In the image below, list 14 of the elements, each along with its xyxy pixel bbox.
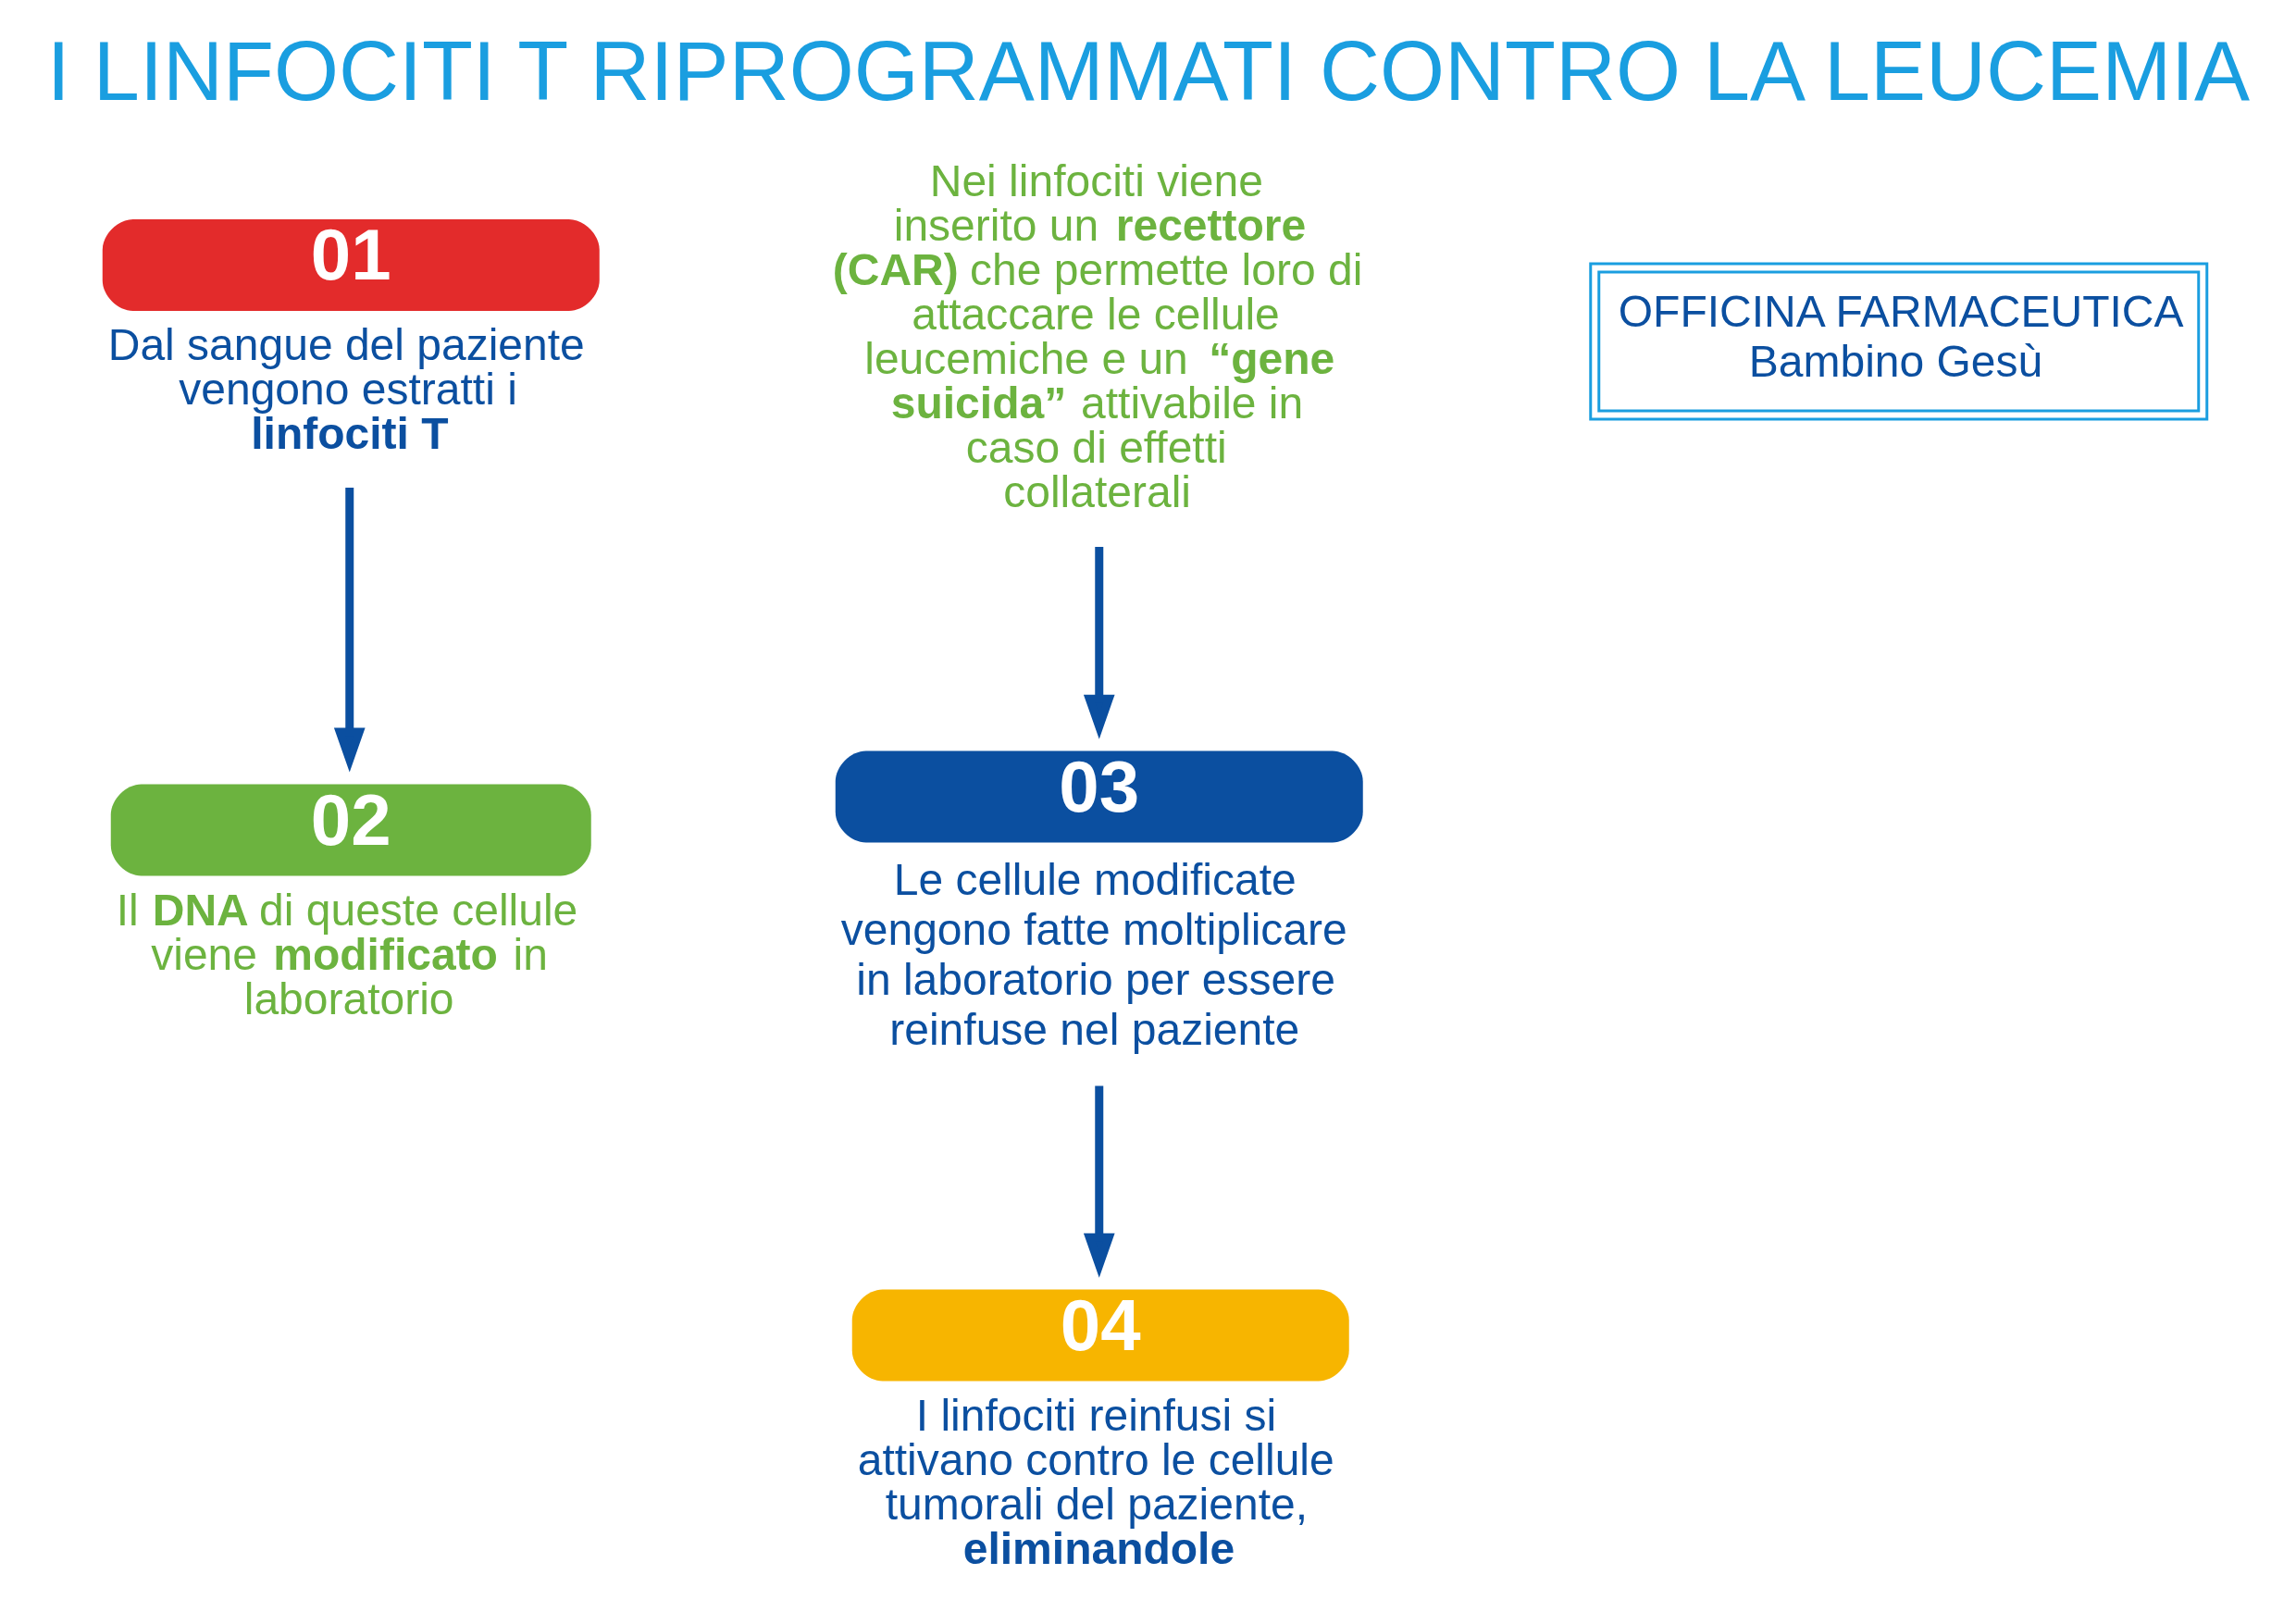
arrow — [1083, 1085, 1115, 1278]
diagram-title: I LINFOCITI T RIPROGRAMMATI CONTRO LA LEUCEMIA — [46, 25, 2250, 118]
arrow — [1083, 547, 1115, 739]
node-box: 01 — [102, 219, 600, 311]
node-text: Nei linfociti viene inserito un recettore (CAR) che permette loro di attaccare le cellule leucemiche e un “gene suicida” attivabile in caso di effetti collaterali — [832, 156, 1362, 517]
arrow — [333, 487, 366, 773]
node-label: Le cellule modificate vengono fatte moltiplicare in laboratorio per essere reinfuse nel paziente — [840, 854, 1347, 1054]
node-box: 03 — [835, 750, 1363, 843]
label: OFFICINA FARMACEUTICA Bambino Gesù — [1618, 287, 2183, 387]
node-label: I linfociti reinfusi si attivano contro le cellule tumorali del paziente, eliminandole — [857, 1390, 1334, 1573]
node-label: Dal sangue del paziente vengono estratti i linfociti T — [107, 320, 585, 459]
node-box: 02 — [110, 784, 591, 876]
node-box: 04 — [851, 1289, 1349, 1382]
node-label: Il DNA di queste cellule viene modificato in laboratorio — [116, 885, 577, 1023]
